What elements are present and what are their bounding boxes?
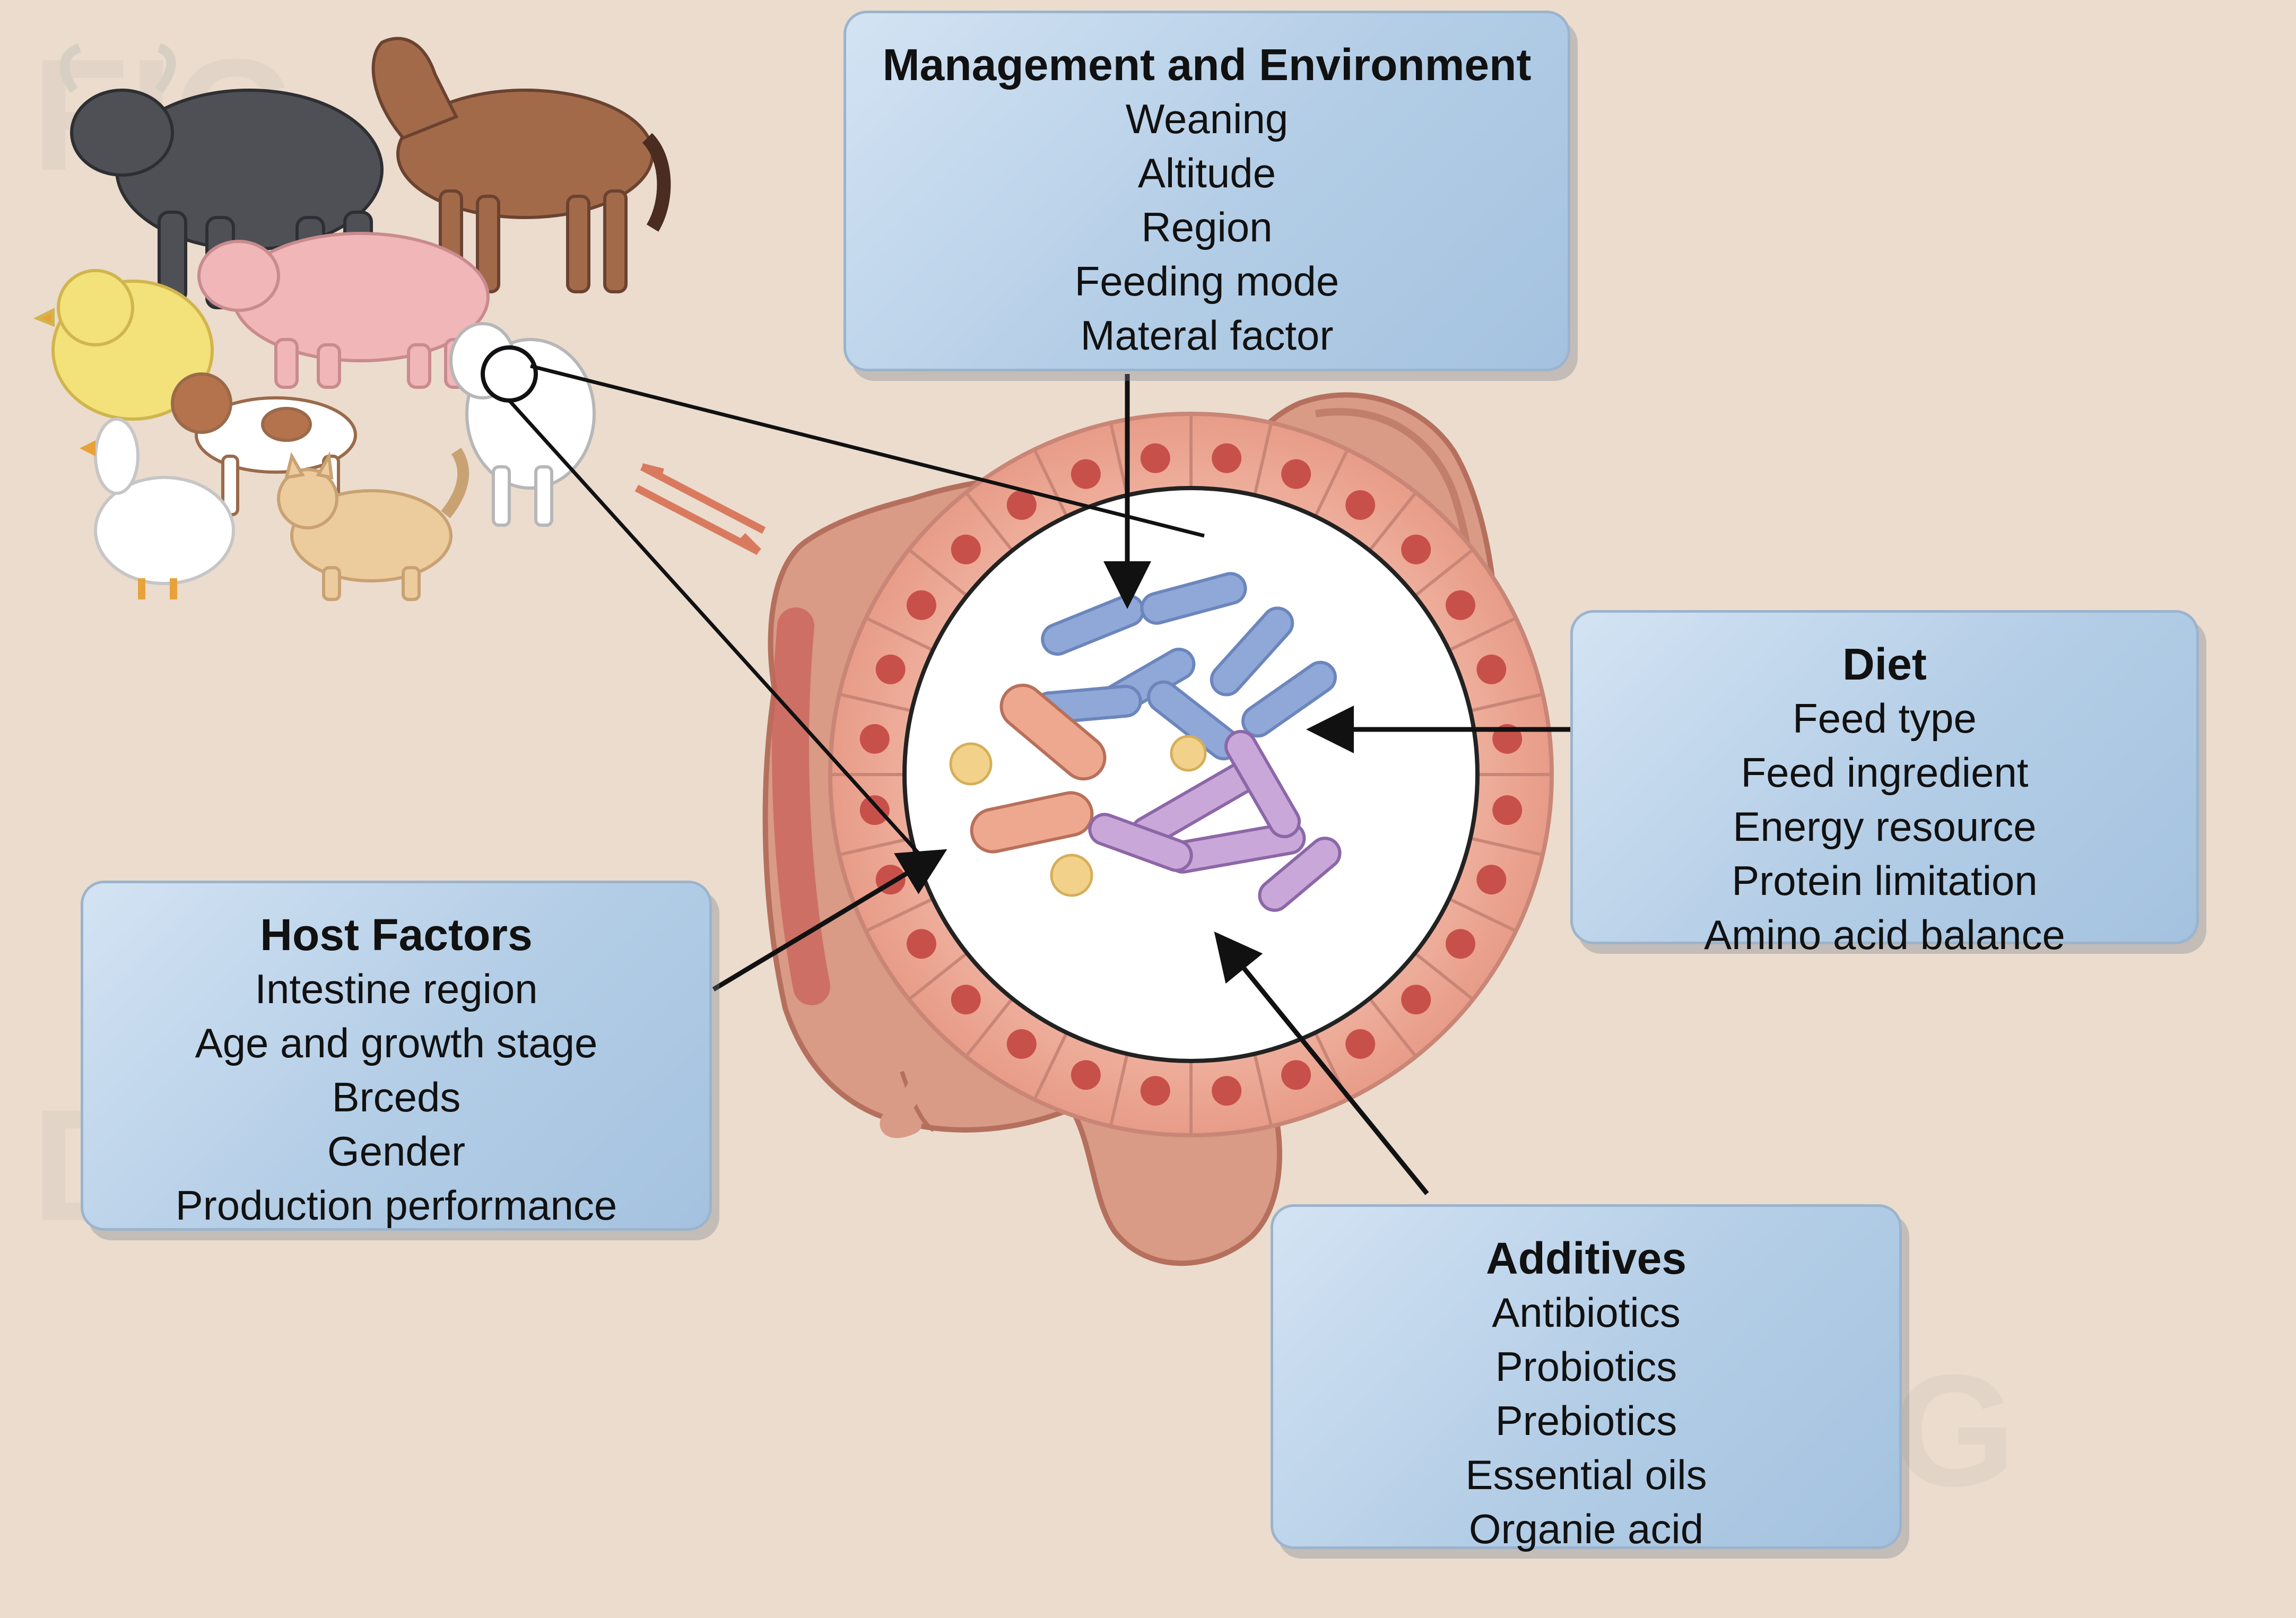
cell-nucleus xyxy=(1071,459,1101,489)
cell-boundary xyxy=(908,952,968,1001)
zoom-circle xyxy=(481,345,538,403)
arrow-additives xyxy=(1214,932,1429,1195)
cell-nucleus xyxy=(1212,443,1242,473)
cell-boundary xyxy=(908,548,968,597)
management-box: Management and Environment Weaning Altit… xyxy=(843,11,1570,371)
cell-nucleus xyxy=(875,654,906,684)
cell-nucleus xyxy=(1140,1076,1170,1106)
bacteria-icon xyxy=(949,572,1342,912)
cell-nucleus xyxy=(1446,590,1476,620)
cell-nucleus xyxy=(1281,459,1311,489)
cell-nucleus xyxy=(1212,1076,1242,1106)
cell-nucleus xyxy=(1345,490,1376,520)
cell-nucleus xyxy=(1345,1029,1376,1059)
cell-nucleus xyxy=(859,795,890,825)
host-title: Host Factors xyxy=(260,910,533,960)
cell-boundary xyxy=(1033,1032,1068,1100)
zoom-lines xyxy=(508,364,1205,872)
cell-nucleus xyxy=(951,985,981,1015)
diet-title: Diet xyxy=(1842,639,1927,689)
management-item: Weaning xyxy=(1125,95,1289,142)
diet-item: Amino acid balance xyxy=(1704,911,2065,958)
cell-nucleus xyxy=(1006,490,1037,520)
cell-nucleus xyxy=(1476,865,1507,895)
cell-nucleus xyxy=(906,929,936,959)
cell-nucleus xyxy=(1401,985,1431,1015)
cat-icon xyxy=(277,447,469,601)
cell-nucleus xyxy=(1401,534,1431,564)
cell-nucleus xyxy=(951,534,981,564)
host-item: Age and growth stage xyxy=(195,1020,598,1066)
management-item: Region xyxy=(1141,204,1273,250)
animals-group xyxy=(33,37,671,601)
arrow-host xyxy=(712,849,947,991)
cell-boundary xyxy=(865,897,934,933)
cell-boundary xyxy=(964,997,1014,1058)
additives-item: Probiotics xyxy=(1495,1343,1677,1390)
cell-boundary xyxy=(1368,491,1417,552)
additives-title: Additives xyxy=(1485,1233,1687,1283)
cell-boundary xyxy=(839,692,912,712)
cell-nucleus xyxy=(906,590,936,620)
cell-boundary xyxy=(1414,548,1474,597)
cell-boundary xyxy=(1448,616,1517,652)
host-item: Gender xyxy=(327,1128,466,1175)
cell-nucleus xyxy=(1006,1029,1037,1059)
additives-item: Antibiotics xyxy=(1492,1289,1681,1336)
host-item: Production performance xyxy=(175,1182,618,1229)
host-item: Brceds xyxy=(332,1074,461,1120)
diet-item: Feed ingredient xyxy=(1741,749,2029,796)
management-item: Altitude xyxy=(1137,150,1276,196)
additives-box: Additives Antibiotics Probiotics Prebiot… xyxy=(1271,1204,1902,1552)
cell-boundary xyxy=(1368,997,1417,1058)
cell-boundary xyxy=(964,491,1014,552)
cell-boundary xyxy=(1414,952,1474,1001)
management-title: Management and Environment xyxy=(882,40,1532,90)
cell-boundary xyxy=(1314,449,1349,517)
host-factors-box: Host Factors Intestine region Age and gr… xyxy=(81,881,712,1231)
chick-icon xyxy=(33,269,214,421)
exchange-arrows xyxy=(634,463,766,555)
cell-nucleus xyxy=(859,724,890,754)
cell-boundary xyxy=(839,837,912,857)
cell-nucleus xyxy=(1476,654,1507,684)
cell-boundary xyxy=(1253,422,1273,496)
additives-item: Organie acid xyxy=(1468,1506,1704,1552)
cell-boundary xyxy=(1448,897,1517,933)
cell-boundary xyxy=(1109,422,1129,496)
cell-boundary xyxy=(1253,1053,1273,1127)
additives-item: Essential oils xyxy=(1465,1451,1707,1498)
duck-icon xyxy=(80,417,235,599)
cell-boundary xyxy=(865,616,934,652)
cell-boundary xyxy=(1469,837,1543,857)
cell-nucleus xyxy=(1492,795,1523,825)
horse-icon xyxy=(371,37,671,293)
cell-boundary xyxy=(1033,449,1068,517)
additives-item: Prebiotics xyxy=(1495,1397,1677,1444)
cell-nucleus xyxy=(1281,1060,1311,1090)
cell-boundary xyxy=(1109,1053,1129,1127)
management-item: Feeding mode xyxy=(1074,258,1340,305)
diet-item: Feed type xyxy=(1793,695,1977,742)
cell-nucleus xyxy=(1446,929,1476,959)
management-item: Materal factor xyxy=(1080,312,1334,359)
diet-item: Protein limitation xyxy=(1732,857,2038,904)
diet-box: Diet Feed type Feed ingredient Energy re… xyxy=(1570,610,2199,958)
cell-nucleus xyxy=(1071,1060,1101,1090)
cell-boundary xyxy=(1469,692,1543,712)
host-item: Intestine region xyxy=(255,965,538,1012)
pig-icon xyxy=(197,232,490,389)
diet-item: Energy resource xyxy=(1733,803,2037,850)
cell-nucleus xyxy=(1140,443,1170,473)
